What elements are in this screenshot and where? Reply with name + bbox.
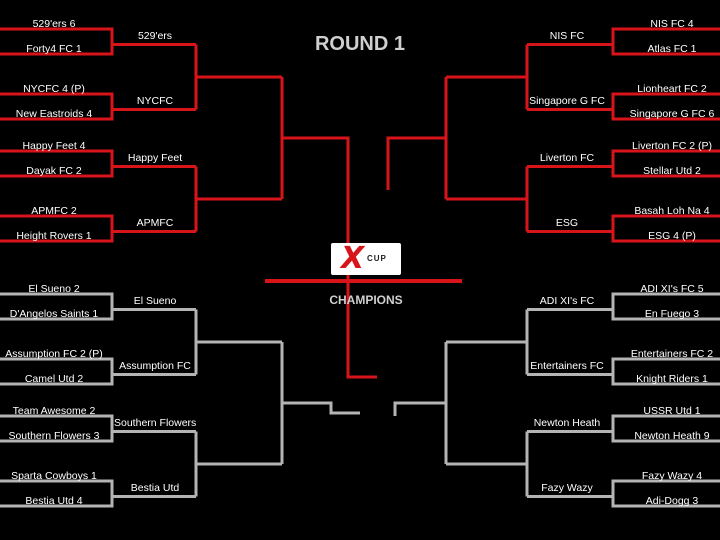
bottom_right-match-1-winner: Entertainers FC xyxy=(530,359,604,372)
top-right-bracket xyxy=(386,27,720,243)
top_left-match-1-home: NYCFC 4 (P) xyxy=(23,83,85,95)
bottom_right-match-0-winner: ADI XI's FC xyxy=(539,294,595,307)
bottom_left-match-2-home: Team Awesome 2 xyxy=(12,405,96,417)
top_right-match-2-winner: Liverton FC xyxy=(539,151,595,164)
bottom-left-bracket xyxy=(0,292,360,508)
bottom_right-match-0-home: ADI XI's FC 5 xyxy=(640,283,704,295)
bottom_left-match-0-winner: El Sueno xyxy=(133,294,177,307)
bottom_right-match-2-winner: Newton Heath xyxy=(533,416,601,429)
bottom_left-match-1-home: Assumption FC 2 (P) xyxy=(5,348,103,360)
top_right-match-0-bracket xyxy=(611,27,720,56)
bottom_right-match-1-bracket xyxy=(611,357,720,386)
bottom_left-match-3-winner: Bestia Utd xyxy=(130,481,180,494)
bottom_left-match-2-winner: Southern Flowers xyxy=(114,416,197,429)
top_left-match-3-home: APMFC 2 xyxy=(31,205,77,217)
top_left-match-2-winner: Happy Feet xyxy=(127,151,183,164)
bottom_left-match-3-bracket xyxy=(0,479,114,508)
top_right-match-2-home: Liverton FC 2 (P) xyxy=(632,140,712,152)
top_left-match-2-home: Happy Feet 4 xyxy=(22,140,86,152)
bottom_left-match-1-bracket xyxy=(0,357,114,386)
top_right-match-3-home: Basah Loh Na 4 xyxy=(634,205,710,217)
top_right-match-2-bracket xyxy=(611,149,720,178)
bottom_right-match-1-away: Knight Riders 1 xyxy=(636,373,708,385)
top_right-match-1-bracket xyxy=(611,92,720,121)
top_left-match-0-away: Forty4 FC 1 xyxy=(26,43,82,55)
bottom_left-match-2-bracket xyxy=(0,414,114,443)
bottom_left-to-final xyxy=(282,401,360,415)
xcup-logo: X CUP xyxy=(331,241,401,276)
top_right-match-3-away: ESG 4 (P) xyxy=(648,230,696,242)
bottom_right-match-1-home: Entertainers FC 2 xyxy=(630,348,714,360)
top_right-match-0-winner: NIS FC xyxy=(549,29,585,42)
top_right-match-2-away: Stellar Utd 2 xyxy=(643,165,701,177)
round-title: ROUND 1 xyxy=(314,33,405,55)
top_left-match-3-away: Height Rovers 1 xyxy=(16,230,92,242)
top_right-match-0-away: Atlas FC 1 xyxy=(647,43,697,55)
top_left-match-1-winner: NYCFC xyxy=(136,94,174,107)
logo-text: CUP xyxy=(367,254,387,263)
bottom_right-match-2-home: USSR Utd 1 xyxy=(643,405,701,417)
bottom_right-match-2-bracket xyxy=(611,414,720,443)
top_left-match-2-away: Dayak FC 2 xyxy=(26,165,82,177)
bottom_left-match-3-away: Bestia Utd 4 xyxy=(25,495,83,507)
top_left-match-0-home: 529'ers 6 xyxy=(32,18,76,30)
top_left-match-3-bracket xyxy=(0,214,114,243)
bottom_right-match-0-bracket xyxy=(611,292,720,321)
top_left-match-1-away: New Eastroids 4 xyxy=(15,108,93,120)
bottom_right-match-0-away: En Fuego 3 xyxy=(644,308,700,320)
top-left-bracket xyxy=(0,27,377,379)
bottom_right-match-3-winner: Fazy Wazy xyxy=(541,481,593,494)
bottom_left-match-2-away: Southern Flowers 3 xyxy=(8,430,100,442)
top_left-match-0-winner: 529'ers xyxy=(137,29,173,42)
top_right-match-1-winner: Singapore G FC xyxy=(529,94,605,107)
champions-bar xyxy=(265,279,462,283)
top_right-match-3-winner: ESG xyxy=(555,216,579,229)
top_right-to-final xyxy=(386,136,446,190)
top_left-match-0-bracket xyxy=(0,27,114,56)
top_left-match-1-bracket xyxy=(0,92,114,121)
bottom_right-match-2-away: Newton Heath 9 xyxy=(634,430,710,442)
bottom_right-match-3-bracket xyxy=(611,479,720,508)
bottom_left-match-0-away: D'Angelos Saints 1 xyxy=(9,308,99,320)
bottom_left-match-1-away: Camel Utd 2 xyxy=(24,373,84,385)
bottom_left-match-0-bracket xyxy=(0,292,114,321)
bottom-right-bracket xyxy=(393,292,720,508)
bottom_right-to-final xyxy=(393,401,446,416)
bottom_left-match-0-home: El Sueno 2 xyxy=(28,283,80,295)
top_right-match-1-away: Singapore G FC 6 xyxy=(629,108,715,120)
bottom_left-match-3-home: Sparta Cowboys 1 xyxy=(11,470,97,482)
top_right-match-3-bracket xyxy=(611,214,720,243)
bottom_left-match-1-winner: Assumption FC xyxy=(119,359,191,372)
top_left-match-3-winner: APMFC xyxy=(136,216,174,229)
top_right-match-0-home: NIS FC 4 xyxy=(650,18,694,30)
top_right-match-1-home: Lionheart FC 2 xyxy=(637,83,707,95)
bottom_right-match-3-away: Adi-Dogg 3 xyxy=(645,495,699,507)
champions-label: CHAMPIONS xyxy=(329,293,403,307)
logo-mark: X xyxy=(341,241,365,276)
bottom_right-match-3-home: Fazy Wazy 4 xyxy=(641,470,703,482)
top_left-match-2-bracket xyxy=(0,149,114,178)
